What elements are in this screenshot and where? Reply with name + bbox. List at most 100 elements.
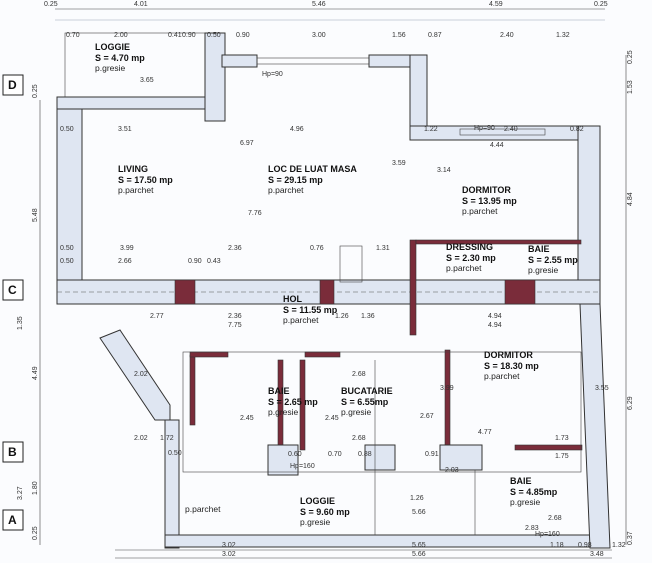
dimension-label: 1.80 [32, 481, 39, 495]
dimension-label: 0.50 [168, 450, 182, 457]
window-dining [256, 57, 370, 65]
structural-wall [189, 351, 229, 358]
room-floor-finish: p.gresie [300, 517, 331, 527]
structural-wall [299, 359, 306, 451]
dimension-label: 0.91 [425, 451, 439, 458]
grid-axis-bubble [2, 74, 24, 96]
wall-top-living [56, 96, 213, 110]
dimension-label: 4.59 [489, 1, 503, 8]
dimension-label: 1.35 [17, 316, 24, 330]
room-name: BAIE [510, 476, 532, 486]
room-floor-finish: p.gresie [510, 497, 541, 507]
dimension-label: 0.60 [288, 451, 302, 458]
dimension-label: 0.25 [44, 1, 58, 8]
dimension-label: 3.51 [118, 126, 132, 133]
grid-axis-bubble [2, 279, 24, 301]
room-name: LIVING [118, 164, 148, 174]
room-name: DRESSING [446, 242, 493, 252]
dimension-label: 1.22 [424, 126, 438, 133]
dimension-label: 1.53 [627, 80, 634, 94]
structural-column [174, 279, 196, 305]
dimension-label: 0.70 [66, 32, 80, 39]
dimension-label: 6.97 [240, 140, 254, 147]
dimension-label: Hp=90 [474, 125, 495, 132]
dimension-label: 0.25 [32, 526, 39, 540]
structural-wall [415, 239, 582, 245]
dimension-label: 4.94 [488, 322, 502, 329]
dimension-label: 3.02 [222, 542, 236, 549]
walls [39, 8, 627, 559]
dimension-label: 3.02 [222, 551, 236, 558]
room-floor-finish: p.parchet [446, 263, 482, 273]
dimension-label: 2.36 [228, 313, 242, 320]
dimension-label: 7.75 [228, 322, 242, 329]
dimension-label: 1.26 [410, 495, 424, 502]
dimension-label: 2.36 [228, 245, 242, 252]
dimension-label: 3.59 [392, 160, 406, 167]
room-floor-finish: p.parchet [268, 185, 304, 195]
dimension-label: 2.45 [325, 415, 339, 422]
wall-column-d [204, 32, 226, 122]
dimension-label: 5.66 [412, 551, 426, 558]
dimension-label: 0.70 [328, 451, 342, 458]
dimension-label: 1.31 [376, 245, 390, 252]
wall-right-upper [577, 125, 601, 287]
dimension-label: 3.48 [590, 551, 604, 558]
room-floor-finish: p.gresie [268, 407, 299, 417]
dimension-label: 4.84 [627, 192, 634, 206]
dimension-label: 0.82 [570, 126, 584, 133]
room-name: LOGGIE [300, 496, 335, 506]
dimension-label: 2.02 [134, 371, 148, 378]
room-name: BAIE [268, 386, 290, 396]
structural-wall [304, 351, 341, 358]
dimension-label: 1.32 [612, 542, 626, 549]
dimension-label: 0.25 [32, 84, 39, 98]
wall-diagonal [99, 329, 171, 421]
dimension-label: 0.90 [236, 32, 250, 39]
room-area: S = 13.95 mp [462, 196, 517, 206]
grid-axis-bubble [2, 441, 24, 463]
room-floor-finish: p.parchet [484, 371, 520, 381]
wall-block [364, 444, 396, 471]
grid-axis-label: D [8, 78, 17, 92]
dimension-label: 0.37 [627, 531, 634, 545]
dimension-label: 0.98 [578, 542, 592, 549]
dimension-label: 4.44 [490, 142, 504, 149]
dimension-label: 3.27 [17, 486, 24, 500]
loggia-top-outline [64, 32, 206, 101]
dimension-label: 5.65 [412, 542, 426, 549]
dimension-label: 7.76 [248, 210, 262, 217]
dimension-label: 0.90 [182, 32, 196, 39]
structural-wall [514, 444, 583, 451]
room-floor-finish: p.parchet [462, 206, 498, 216]
dimension-label: 1.36 [361, 313, 375, 320]
dimension-label: 3.14 [437, 167, 451, 174]
room-floor-finish: p.parchet [118, 185, 154, 195]
dimension-label: 2.67 [420, 413, 434, 420]
room-area: S = 4.85mp [510, 487, 558, 497]
dimension-label: 4.77 [478, 429, 492, 436]
dimension-label: 1.73 [555, 435, 569, 442]
dimension-label: 4.49 [32, 366, 39, 380]
dimension-label: 5.48 [32, 208, 39, 222]
room-name: LOGGIE [95, 42, 130, 52]
dimension-label: Hp=90 [262, 71, 283, 78]
dimension-label: 2.68 [548, 515, 562, 522]
dimension-label: 2.00 [114, 32, 128, 39]
dimension-label: 4.01 [134, 1, 148, 8]
room-area: S = 17.50 mp [118, 175, 173, 185]
dimension-label: 2.77 [150, 313, 164, 320]
wall-dining-right [409, 54, 428, 131]
dimension-label: 0.25 [594, 1, 608, 8]
room-area: S = 18.30 mp [484, 361, 539, 371]
dimension-label: 5.46 [312, 1, 326, 8]
dimension-label: 2.66 [118, 258, 132, 265]
dimension-label: 2.03 [445, 467, 459, 474]
structural-wall [409, 239, 417, 336]
dimension-label: 1.75 [555, 453, 569, 460]
dimension-label: 3.99 [120, 245, 134, 252]
dimension-label: 6.29 [627, 396, 634, 410]
